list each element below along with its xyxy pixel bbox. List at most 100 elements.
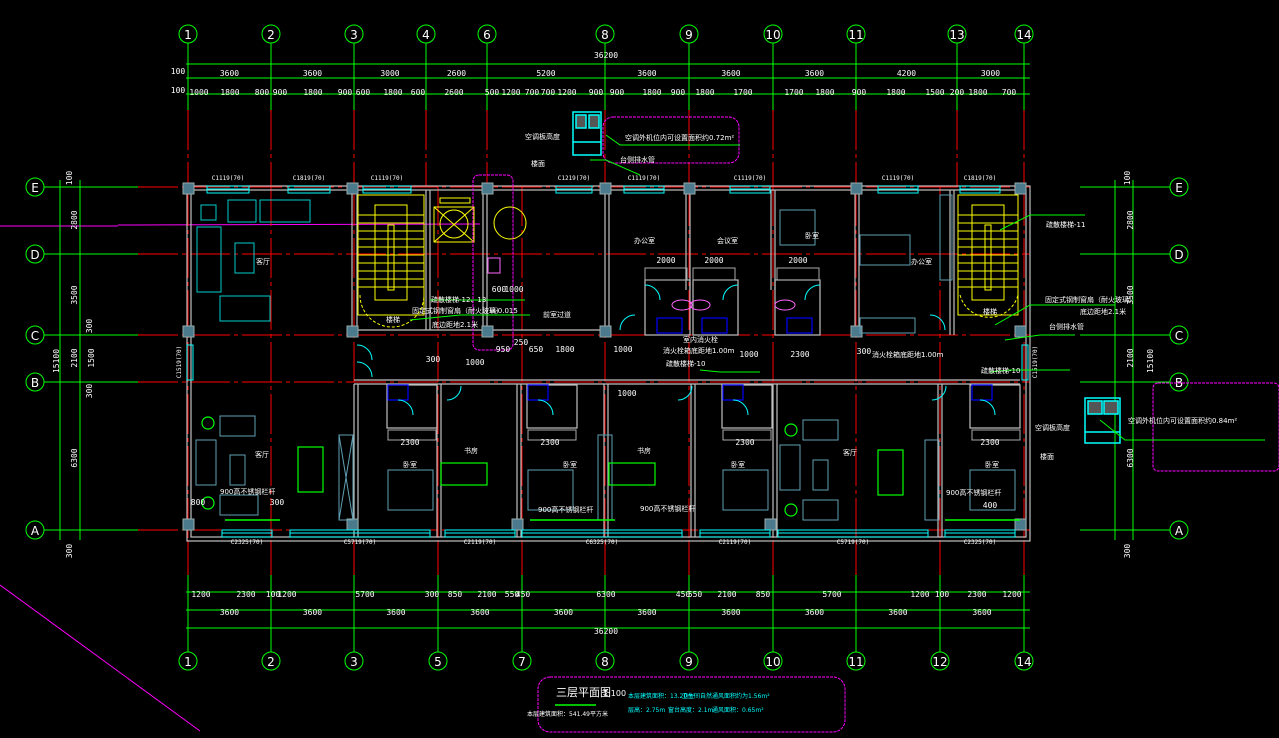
dim-bottom-detail: 5700 (355, 590, 374, 599)
dim-bottom-detail: 850 (756, 590, 771, 599)
column (481, 182, 494, 195)
dim-bottom-bay: 3600 (972, 608, 991, 617)
axis-bubble-left-B (25, 372, 45, 392)
dim-600: 600 (492, 285, 507, 294)
note-line2-b: 窗台高度：2.1m (668, 706, 714, 714)
dim-bottom-detail: 550 (688, 590, 703, 599)
dim-bottom-bay: 3600 (721, 608, 740, 617)
dim-top-total: 36200 (594, 51, 618, 60)
column (182, 325, 195, 338)
dim-left-window: 300 (85, 319, 94, 334)
dim-right-bay: 2100 (1126, 348, 1135, 367)
window-label-bottom: C2119(70) (719, 539, 752, 546)
axis-bubble-bottom-14 (1014, 651, 1034, 671)
axis-bubble-top-4-label: 4 (422, 28, 430, 42)
dim-2300-a: 2300 (400, 438, 419, 447)
annotation-evac-10a: 疏散楼梯-10 (666, 359, 705, 368)
annotation-floor-right: 楼面 (1040, 452, 1054, 461)
column (764, 518, 777, 531)
room-label-meeting: 会议室 (717, 236, 738, 245)
axis-bubble-top-6 (477, 24, 497, 44)
annotation-evac-10b: 疏散楼梯-10 (981, 366, 1020, 375)
dim-right-bay: 3500 (1126, 285, 1135, 304)
window-label-top: C1219(70) (558, 175, 591, 182)
dim-top-bay: 2600 (447, 69, 466, 78)
axis-bubble-left-E (25, 177, 45, 197)
room-label-bedroom-3: 卧室 (731, 460, 745, 469)
room-label-office-2: 办公室 (911, 257, 932, 266)
axis-bubble-bottom-12-label: 12 (932, 655, 947, 669)
axis-bubble-top-2 (261, 24, 281, 44)
dim-top-detail: 1800 (815, 88, 834, 97)
axis-bubble-bottom-9-label: 9 (685, 655, 693, 669)
dim-top-detail: 900 (273, 88, 288, 97)
dim-top-detail: 900 (589, 88, 604, 97)
axis-bubble-left-B-label: B (31, 376, 39, 390)
axis-bubble-bottom-14-label: 14 (1016, 655, 1031, 669)
dim-top-bay: 3600 (303, 69, 322, 78)
dim-left-bay: 2800 (70, 210, 79, 229)
annotation-hydrant-height-2: 消火栓箱底距地1.00m (872, 350, 944, 359)
dim-top-detail: 1200 (557, 88, 576, 97)
column (599, 182, 612, 195)
axis-bubble-left-C (25, 325, 45, 345)
leader-lines (409, 134, 1265, 441)
dim-bottom-bay: 3600 (470, 608, 489, 617)
dim-bottom-bay: 3600 (220, 608, 239, 617)
room-label-bedroom-4: 卧室 (985, 460, 999, 469)
dim-bottom-detail: 2300 (967, 590, 986, 599)
dim-top-bay: 3600 (805, 69, 824, 78)
window-label-top: C1819(70) (293, 175, 326, 182)
dim-top-bay: 3600 (220, 69, 239, 78)
dimension-lines (59, 63, 1134, 629)
axis-bubble-bottom-5-label: 5 (434, 655, 442, 669)
window-label-bottom: C6325(70) (586, 539, 619, 546)
dim-bottom-detail: 100 (935, 590, 950, 599)
ac-unit-right (1084, 397, 1121, 444)
axis-bubble-top-8 (595, 24, 615, 44)
dim-right-bay: 300 (1123, 544, 1132, 559)
furniture (196, 199, 311, 322)
axis-bubble-top-4 (416, 24, 436, 44)
accessible-toilet (493, 206, 527, 240)
dim-right-bay: 2800 (1126, 210, 1135, 229)
column (1014, 325, 1027, 338)
annotation-fixed-window-dist: 底边距地2.1米 (432, 320, 478, 329)
notes-block: 本层建筑面积：13.20m² 卫生间自然通风面积约为1.56m² 层高：2.75… (628, 692, 770, 714)
dim-300-b: 300 (857, 347, 872, 356)
door-swings (356, 284, 996, 416)
dim-bottom-bay: 3600 (386, 608, 405, 617)
dim-bottom-detail: 1200 (191, 590, 210, 599)
drawing-scale: 1:100 (603, 689, 626, 698)
annotation-top-cloud: 空调外机位内可设置面积约0.72m² (625, 133, 734, 142)
dim-top-detail: 200 (950, 88, 965, 97)
dim-bottom-detail: 2100 (477, 590, 496, 599)
window-label-top: C1119(70) (371, 175, 404, 182)
annotation-stair-b: 疏散楼梯-11 (1046, 220, 1085, 229)
column (599, 325, 612, 338)
axis-bubble-top-8-label: 8 (601, 28, 609, 42)
dim-top-bay: 5200 (536, 69, 555, 78)
dim-top-edge: 100 (171, 86, 186, 95)
axis-bubble-left-E-label: E (31, 181, 39, 195)
dim-left-bay: 100 (65, 171, 74, 186)
dim-650: 650 (529, 345, 544, 354)
room-label-stair-2: 楼梯 (983, 307, 997, 316)
dim-top-detail: 900 (610, 88, 625, 97)
annotation-rain-pipe: 台侧排水管 (620, 155, 655, 164)
axis-bubble-bottom-1 (178, 651, 198, 671)
window-label-top: C1819(70) (964, 175, 997, 182)
windows (186, 185, 1029, 538)
axis-bubble-bottom-1-label: 1 (184, 655, 192, 669)
dim-2300-b: 2300 (540, 438, 559, 447)
axis-bubble-bottom-8-label: 8 (601, 655, 609, 669)
axis-bubble-bottom-10 (763, 651, 783, 671)
dim-950: 950 (496, 345, 511, 354)
note-line2-a: 层高：2.75m (628, 706, 665, 714)
dim-top-detail: 900 (671, 88, 686, 97)
annotation-ac-height-right: 空调板高度 (1035, 423, 1070, 432)
dim-top-detail: 2600 (444, 88, 463, 97)
room-label-bedroom-1: 卧室 (403, 460, 417, 469)
